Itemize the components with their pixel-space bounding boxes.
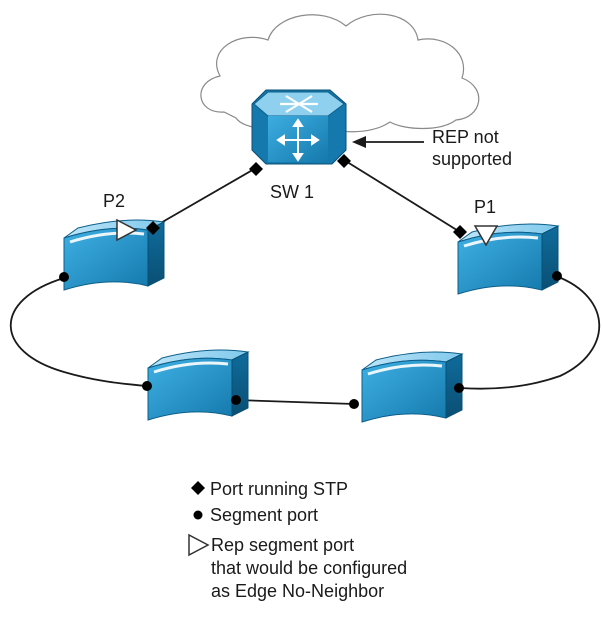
- ring-left: [10, 277, 147, 387]
- switch-p1: [456, 222, 560, 296]
- legend-edge-label-line1: Rep segment port: [211, 535, 355, 555]
- p2-label: P2: [103, 191, 126, 211]
- stp-port-diamond: [453, 225, 467, 239]
- switch-bottom-left: [146, 348, 250, 422]
- edge-port-p1-triangle: [473, 225, 499, 247]
- sw1-label: SW 1: [270, 182, 315, 202]
- ring-right: [459, 275, 601, 390]
- legend-segment-label: Segment port: [210, 505, 319, 525]
- legend-edge-label-line3: as Edge No-Neighbor: [211, 581, 385, 601]
- legend-triangle-icon: [188, 533, 210, 557]
- stp-port-diamond: [146, 221, 160, 235]
- p1-label: P1: [474, 197, 497, 217]
- legend-stp-label: Port running STP: [210, 479, 349, 499]
- segment-port-dot: [231, 395, 241, 405]
- link-bottom: [235, 399, 355, 405]
- segment-ports: [59, 271, 562, 409]
- sw1-device: [251, 89, 347, 165]
- stp-port-diamond: [249, 162, 263, 176]
- legend-edge-label-line2: that would be configured: [211, 558, 408, 578]
- segment-port-dot: [59, 272, 69, 282]
- rep-not-supported-line1: REP not: [432, 127, 499, 147]
- segment-port-dot: [454, 383, 464, 393]
- switch-bottom-right: [360, 350, 464, 424]
- edge-port-p2-triangle: [116, 218, 138, 242]
- segment-port-dot: [349, 399, 359, 409]
- link-sw1-right: [343, 159, 461, 233]
- rep-callout-arrow: [352, 136, 424, 148]
- link-sw1-left: [151, 167, 257, 229]
- rep-not-supported-line2: supported: [432, 149, 513, 169]
- legend-diamond-icon: [191, 481, 205, 495]
- stp-ports: [146, 154, 467, 239]
- legend-dot-icon: [193, 510, 203, 520]
- links: [10, 159, 601, 405]
- segment-port-dot: [552, 271, 562, 281]
- segment-port-dot: [142, 381, 152, 391]
- stp-port-diamond: [337, 154, 351, 168]
